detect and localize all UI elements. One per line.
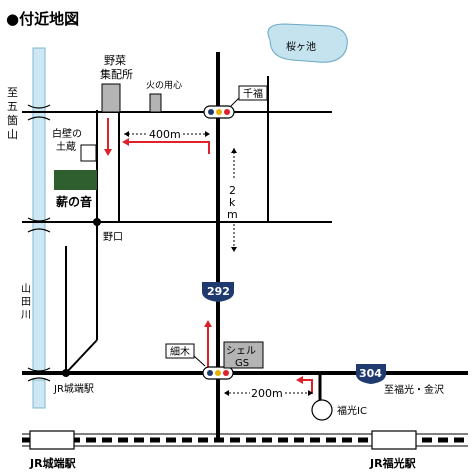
vegetable-market-label-2: 集配所 (100, 67, 133, 81)
shirakabe-storehouse (80, 144, 97, 162)
jr-jobata-label: JR城端駅 (53, 382, 94, 395)
junction-noguchi (93, 218, 101, 226)
fire-notice-label: 火の用心 (146, 80, 182, 91)
hosoki-label: 細木 (170, 345, 190, 358)
shell-label-1: シェル (226, 346, 256, 357)
shirakabe-label-1: 白壁の (52, 127, 82, 140)
to-gokayama-3: 箇 (7, 113, 18, 127)
arrow-head-up (204, 320, 212, 327)
fukumitsu-ic-marker (311, 399, 333, 421)
route-arrows (107, 118, 313, 394)
arrow-head-left-gs (296, 376, 303, 384)
makinone-forest (54, 170, 97, 190)
traffic-signal-hosoki (202, 366, 234, 380)
sakuragaike-pond (267, 23, 348, 63)
to-gokayama-2: 五 (7, 100, 18, 113)
vegetable-market-label-1: 野菜 (104, 54, 126, 67)
dist-400-label: 400m (149, 128, 181, 141)
sembuku-label: 千福 (243, 87, 263, 100)
station-right-label: JR福光駅 (369, 456, 416, 470)
vegetable-market-building (101, 83, 121, 113)
junction-station (62, 369, 70, 377)
yamada-river-label-2: 田 (21, 297, 31, 308)
noguchi-label: 野口 (103, 231, 123, 243)
dist-200-label: 200m (251, 387, 283, 400)
roads (22, 52, 468, 440)
dist-400-arrow-left (124, 131, 129, 137)
dist-2km-label-2: k (229, 196, 236, 209)
dist-2km-label-1: 2 (229, 184, 236, 197)
to-gokayama-1: 至 (7, 86, 18, 99)
to-gokayama-4: 山 (7, 128, 18, 141)
shirakabe-label-2: 土蔵 (56, 140, 76, 153)
hosoki-tag (165, 343, 195, 359)
dist-2km-label-3: m (227, 208, 238, 221)
dist-400-arrow-right (205, 131, 210, 137)
route-292-badge: 292 (202, 282, 234, 302)
arrow-head-down (104, 149, 112, 156)
sembuku-tag (238, 85, 268, 101)
svg-text:304: 304 (359, 367, 382, 380)
arrow-head-left (122, 138, 129, 146)
route-304-badge: 304 (356, 364, 386, 384)
fire-notice-building (149, 93, 162, 113)
yamada-river-label-3: 川 (21, 310, 31, 321)
to-fukumitsu-label: 至福光・金沢 (384, 383, 444, 396)
shell-gs (223, 341, 264, 369)
fukumitsu-station-box (371, 430, 417, 450)
shell-label-2: GS (235, 358, 249, 369)
station-left-label: JR城端駅 (29, 456, 76, 470)
map-title: ●付近地図 (6, 10, 79, 28)
fukumitsu-ic-label: 福光IC (337, 404, 367, 417)
traffic-signal-sembuku (203, 105, 235, 119)
svg-text:292: 292 (207, 285, 230, 298)
jobata-station-box (29, 430, 75, 450)
yamada-river (32, 47, 46, 374)
yamada-river-label-1: 山 (21, 283, 31, 295)
pond-label: 桜ヶ池 (286, 40, 316, 53)
yamada-river-lower (32, 379, 46, 409)
makinone-label: 薪の音 (56, 194, 92, 209)
